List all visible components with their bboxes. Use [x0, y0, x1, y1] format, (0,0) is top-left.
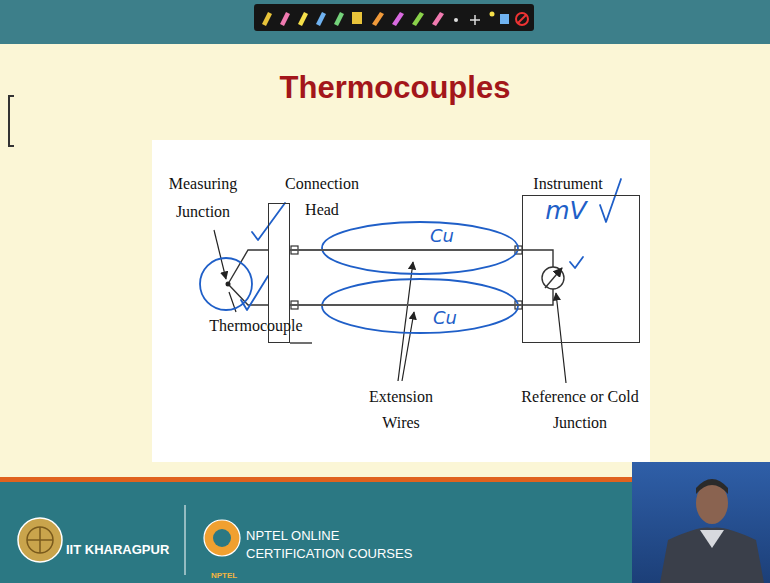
node-heading: Instrument [523, 175, 613, 193]
webcam-inset [632, 462, 770, 583]
side-bracket [9, 96, 14, 146]
top-bar [0, 0, 770, 44]
institute-name: IIT KHARAGPUR [66, 541, 178, 559]
logo-text: NPTEL [204, 571, 244, 581]
node-heading: Connection Head [277, 171, 367, 223]
hand-note: Cu [425, 226, 459, 246]
footer-divider [185, 505, 186, 575]
toolbar [254, 4, 534, 31]
nptel-logo [204, 520, 240, 556]
part-label: Reference or Cold Junction [515, 384, 645, 436]
part-label: Measuring Junction [163, 170, 243, 226]
part-label: Thermocouple [206, 316, 306, 336]
hand-note: mV [540, 197, 592, 225]
extension-wire [290, 249, 522, 251]
meter-symbol [522, 250, 564, 305]
hand-note: Cu [428, 308, 462, 328]
measuring-junction-dot [226, 282, 231, 287]
part-label: Extension Wires [355, 384, 447, 436]
diagram-panel [152, 140, 650, 462]
course-name: NPTEL ONLINE CERTIFICATION COURSES [246, 527, 416, 563]
leader-lines [214, 230, 566, 383]
iit-logo [18, 518, 62, 562]
slide-title: Thermocouples [245, 70, 545, 106]
extension-wire [290, 304, 522, 306]
hand-annotations [200, 179, 621, 333]
toolbar-icons [262, 12, 528, 27]
